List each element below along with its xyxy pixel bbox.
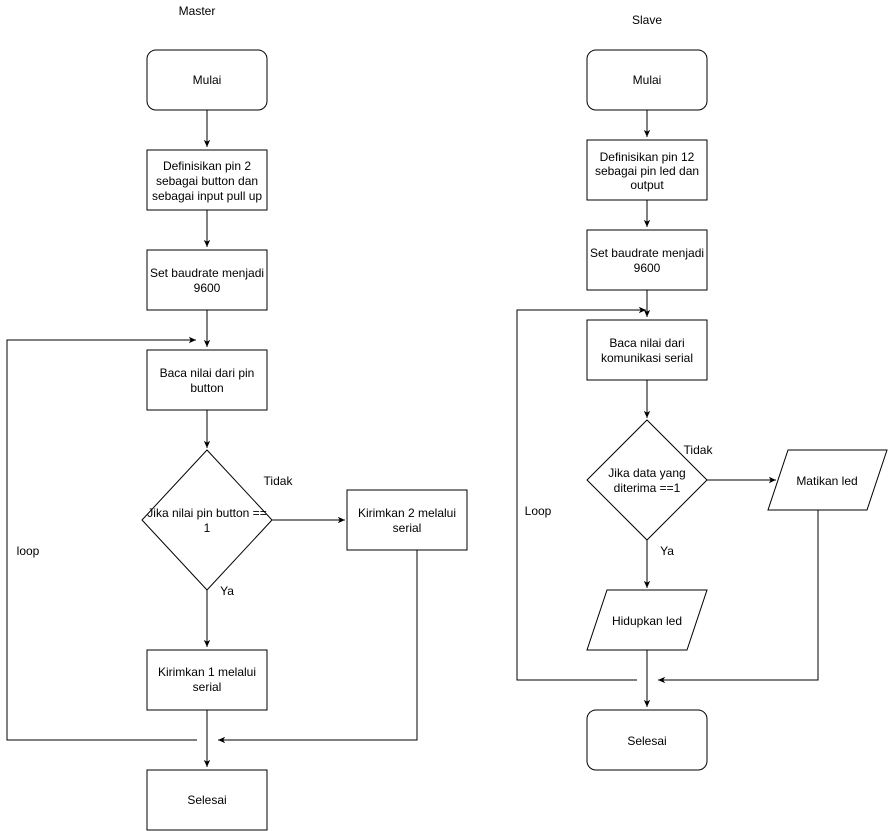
master-define-line-3: sebagai input pull up <box>152 189 262 203</box>
master-baud-line-2: 9600 <box>194 281 221 295</box>
slave-led-on-parallelogram <box>586 589 708 651</box>
master-send1-line-1: Kirimkan 1 melalui <box>158 665 256 679</box>
master-end-box <box>146 769 268 831</box>
slave-baud-line-2: 9600 <box>634 261 661 275</box>
master-yes-label: Ya <box>220 584 234 598</box>
master-decision-line-2: 1 <box>204 521 211 535</box>
slave-define-box <box>586 139 708 201</box>
slave-end-terminator <box>586 709 708 771</box>
slave-led-off-parallelogram <box>767 449 888 511</box>
master-end-label: Selesai <box>187 793 226 807</box>
slave-start-label: Mulai <box>633 73 662 87</box>
slave-title: Slave <box>632 13 662 27</box>
slave-no-label: Tidak <box>684 443 714 457</box>
master-define-line-2: sebagai button dan <box>156 174 258 188</box>
slave-read-box <box>586 319 708 381</box>
slave-read-line-2: komunikasi serial <box>601 351 693 365</box>
master-decision-line-1: Jika nilai pin button == <box>147 506 266 520</box>
slave-start-terminator <box>586 49 708 111</box>
master-read-box <box>146 349 268 411</box>
master-send1-box <box>146 649 268 711</box>
master-loop-label: loop <box>17 544 40 558</box>
slave-loop-label: Loop <box>525 504 552 518</box>
master-send2-line-1: Kirimkan 2 melalui <box>358 506 456 520</box>
slave-decision-line-2: diterima ==1 <box>614 481 681 495</box>
slave-baud-line-1: Set baudrate menjadi <box>590 246 704 260</box>
master-define-line-1: Definisikan pin 2 <box>163 159 251 173</box>
master-start-terminator <box>146 49 268 111</box>
slave-yes-label: Ya <box>660 544 674 558</box>
master-send2-line-2: serial <box>393 521 422 535</box>
slave-define-line-3: output <box>630 178 664 192</box>
master-decision-diamond <box>141 449 273 591</box>
master-send2-box <box>346 489 468 551</box>
master-read-line-1: Baca nilai dari pin <box>160 366 255 380</box>
slave-connectors <box>516 110 819 707</box>
master-connectors <box>6 110 418 767</box>
master-start-label: Mulai <box>193 73 222 87</box>
master-baud-box <box>146 249 268 311</box>
master-title: Master <box>179 4 216 18</box>
slave-define-line-2: sebagai pin led dan <box>595 164 699 178</box>
master-define-box <box>146 149 268 211</box>
slave-read-line-1: Baca nilai dari <box>609 336 684 350</box>
master-send1-line-2: serial <box>193 680 222 694</box>
slave-decision-diamond <box>586 419 708 541</box>
slave-led-off-label: Matikan led <box>796 474 857 488</box>
slave-decision-line-1: Jika data yang <box>608 466 685 480</box>
master-read-line-2: button <box>190 381 223 395</box>
slave-baud-box <box>586 229 708 291</box>
slave-define-line-1: Definisikan pin 12 <box>600 150 695 164</box>
master-no-label: Tidak <box>264 474 294 488</box>
slave-end-label: Selesai <box>627 734 666 748</box>
slave-led-on-label: Hidupkan led <box>612 614 682 628</box>
master-baud-line-1: Set baudrate menjadi <box>150 266 264 280</box>
